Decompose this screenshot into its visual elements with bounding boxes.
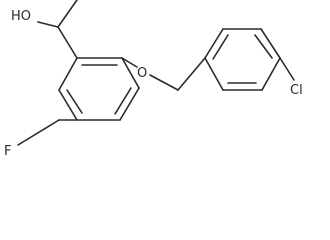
bond-ring1-bottom-right	[119, 87, 140, 121]
chemical-structure-diagram: HO O Cl F	[4, 0, 303, 157]
hydroxyl-label: HO	[11, 9, 31, 24]
bond-ring1-top-left	[58, 57, 78, 91]
chlorine-label: Cl	[290, 83, 303, 98]
bond-ring2-bottom-right	[261, 57, 281, 91]
bond-ring1-top-right	[121, 57, 140, 89]
bond-carbinol-to-hydroxyl	[37, 21, 59, 28]
bond-ring2-left-lower	[204, 28, 224, 59]
bond-ring1-bottom-left-inner	[66, 89, 83, 114]
chlorophenyl-ring	[204, 28, 281, 91]
bond-ring2-bottom-left	[204, 57, 224, 91]
bond-ring1-bottom-right-inner	[114, 87, 132, 115]
bond-ring2-top-right-inner	[254, 34, 273, 59]
fluorine-label: F	[4, 144, 11, 157]
fluorophenyl-ring	[58, 57, 140, 121]
bond-ring1-bottom-left	[58, 89, 78, 121]
ether-oxygen-label: O	[137, 66, 147, 81]
benzyl-ether-linkage	[121, 57, 206, 91]
bond-ring1-to-fluorine	[17, 119, 60, 146]
bond-ring-to-carbinol	[57, 26, 78, 59]
bond-carbinol-to-methyl	[57, 0, 78, 28]
bond-methylene-to-ring	[177, 57, 206, 91]
bond-ring2-top-right	[260, 28, 281, 59]
bond-ring-to-oxygen	[121, 57, 138, 68]
bond-ring2-to-chlorine	[279, 57, 295, 81]
bond-ring2-left-lower-inner	[212, 34, 229, 60]
hydroxyethyl-group	[37, 0, 78, 59]
bond-oxygen-to-methylene	[149, 74, 179, 91]
